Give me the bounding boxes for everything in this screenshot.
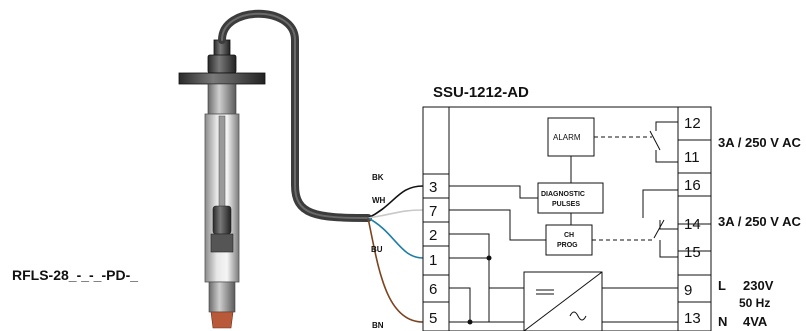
terminal-15: 15	[684, 244, 701, 261]
relay1-blade	[649, 130, 661, 151]
sensor-wires	[367, 185, 424, 323]
wire-label-bu: BU	[371, 245, 383, 254]
power-power: 4VA	[743, 314, 768, 329]
wire-6	[449, 287, 471, 322]
power-n: N	[718, 314, 727, 329]
chprog-label-2: PROG	[557, 242, 578, 249]
level-sensor	[178, 39, 266, 329]
relay1-no	[655, 150, 678, 163]
terminal-5: 5	[429, 310, 437, 327]
wire-bn	[367, 217, 424, 323]
sensor-rod	[218, 115, 226, 209]
sensor-head	[207, 83, 237, 115]
junction-1	[486, 255, 492, 261]
terminal-6: 6	[429, 281, 437, 298]
alarm-block	[547, 117, 595, 157]
wire-label-bk: BK	[372, 173, 384, 182]
relay2-rating: 3A / 250 V AC	[718, 214, 801, 229]
chprog-block	[545, 224, 593, 256]
wire-bu	[367, 217, 424, 259]
wire-7-chprog	[449, 209, 546, 241]
sensor-model-label: RFLS-28_-_-_-PD-_	[12, 267, 138, 283]
diagnostic-block	[537, 182, 604, 214]
terminal-16: 16	[684, 177, 701, 194]
float-base	[210, 233, 234, 253]
wire-bk	[367, 185, 424, 219]
power-frequency: 50 Hz	[739, 296, 770, 310]
wire-label-wh: WH	[372, 196, 386, 205]
relay2-blade	[653, 219, 665, 239]
gland-nut	[207, 54, 237, 74]
relay2-no	[659, 240, 678, 258]
diagnostic-label-2: PULSES	[552, 201, 580, 208]
terminals-right: 12 11 16 14 15 9 13	[684, 115, 701, 327]
terminal-2: 2	[429, 227, 437, 244]
relay-contacts	[592, 121, 678, 258]
junction-2	[467, 319, 473, 325]
controller-model-title: SSU-1212-AD	[433, 84, 529, 101]
junction-dots	[467, 255, 492, 325]
terminal-11: 11	[684, 149, 700, 166]
relay1-rating: 3A / 250 V AC	[718, 135, 801, 150]
mounting-flange	[178, 72, 266, 85]
terminal-12: 12	[684, 115, 701, 132]
terminal-14: 14	[684, 216, 701, 233]
alarm-label: ALARM	[553, 133, 581, 142]
sensor-float	[212, 205, 232, 235]
power-l: L	[718, 278, 726, 293]
power-voltage: 230V	[743, 278, 774, 293]
relay2-common	[659, 220, 678, 230]
controller-box	[422, 106, 712, 331]
wire-label-bn: BN	[372, 321, 384, 330]
wire-3-diagnostic	[449, 185, 538, 199]
terminals-left: 3 7 2 1 6 5	[429, 179, 437, 327]
chprog-label-1: CH	[564, 232, 574, 239]
ratings: 3A / 250 V AC 3A / 250 V AC L 230V 50 Hz N 4VA	[718, 135, 801, 329]
sensor-cable-highlight	[221, 12, 369, 219]
terminal-9: 9	[684, 282, 692, 299]
wire-2-power	[449, 233, 524, 323]
power-supply-diagonal	[523, 271, 603, 331]
wire-wh	[367, 209, 424, 219]
terminal-13: 13	[684, 310, 701, 327]
ac-symbol	[569, 311, 587, 321]
probe-tip	[210, 311, 234, 329]
block-labels: ALARM DIAGNOSTIC PULSES CH PROG	[541, 133, 585, 249]
function-blocks	[523, 117, 604, 331]
terminal-3: 3	[429, 179, 437, 196]
relay1-common	[655, 121, 678, 131]
probe-body	[208, 281, 236, 313]
terminal-1: 1	[429, 252, 437, 269]
terminal-7: 7	[429, 203, 437, 220]
internal-wiring	[449, 156, 678, 323]
diagnostic-label-1: DIAGNOSTIC	[541, 191, 585, 198]
relay2-nc	[642, 189, 678, 218]
controller-outline	[422, 106, 712, 331]
